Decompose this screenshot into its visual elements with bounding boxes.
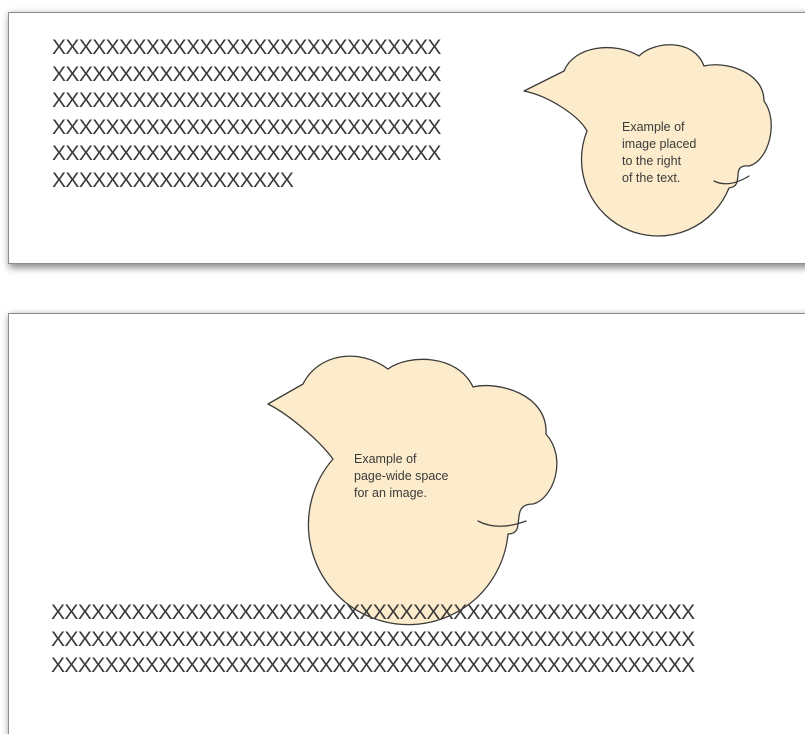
panel-page-wide-example: Example of page-wide space for an image.… xyxy=(9,314,805,734)
image-caption: Example of image placed to the right of … xyxy=(622,119,696,187)
caption-line: page-wide space xyxy=(354,468,449,485)
placeholder-text-block: XXXXXXXXXXXXXXXXXXXXXXXXXXXXX XXXXXXXXXX… xyxy=(52,35,441,194)
placeholder-text-block: XXXXXXXXXXXXXXXXXXXXXXXXXXXXXXXXXXXXXXXX… xyxy=(51,600,695,680)
text-line: XXXXXXXXXXXXXXXXXXXXXXXXXXXXXXXXXXXXXXXX… xyxy=(51,627,695,654)
text-line: XXXXXXXXXXXXXXXXXXXXXXXXXXXXX xyxy=(52,88,441,115)
caption-line: of the text. xyxy=(622,170,696,187)
text-line: XXXXXXXXXXXXXXXXXXXXXXXXXXXXX xyxy=(52,115,441,142)
text-line: XXXXXXXXXXXXXXXXXXXXXXXXXXXXX xyxy=(52,141,441,168)
text-line: XXXXXXXXXXXXXXXXXX xyxy=(52,168,441,195)
caption-line: image placed xyxy=(622,136,696,153)
image-caption: Example of page-wide space for an image. xyxy=(354,451,449,502)
caption-line: for an image. xyxy=(354,485,449,502)
panel-image-right-example: XXXXXXXXXXXXXXXXXXXXXXXXXXXXX XXXXXXXXXX… xyxy=(9,13,805,263)
text-line: XXXXXXXXXXXXXXXXXXXXXXXXXXXXXXXXXXXXXXXX… xyxy=(51,600,695,627)
text-line: XXXXXXXXXXXXXXXXXXXXXXXXXXXXX xyxy=(52,35,441,62)
text-line: XXXXXXXXXXXXXXXXXXXXXXXXXXXXXXXXXXXXXXXX… xyxy=(51,653,695,680)
text-line: XXXXXXXXXXXXXXXXXXXXXXXXXXXXX xyxy=(52,62,441,89)
caption-line: Example of xyxy=(622,119,696,136)
caption-line: Example of xyxy=(354,451,449,468)
caption-line: to the right xyxy=(622,153,696,170)
